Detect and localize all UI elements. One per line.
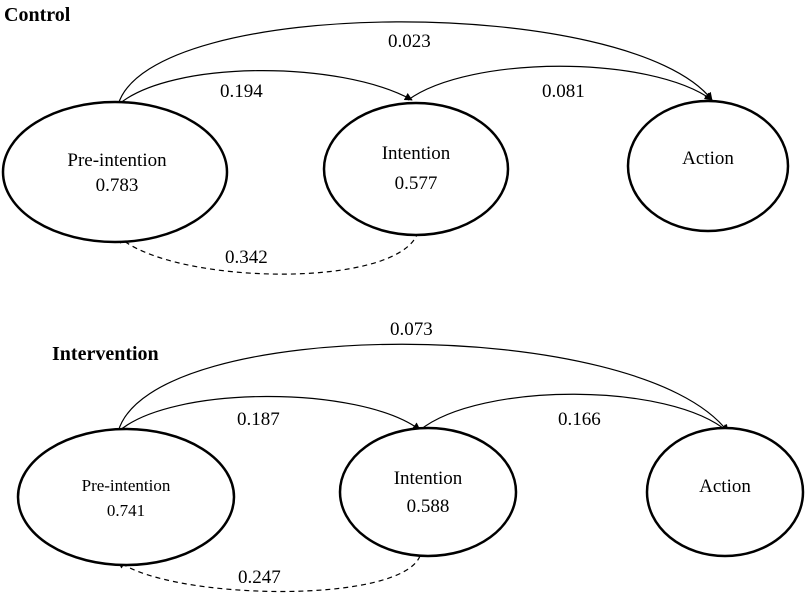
node-pre-intention [16, 427, 236, 567]
edge-label-intention-to-action: 0.166 [558, 409, 601, 430]
panel-title-intervention: Intervention [52, 343, 159, 365]
node-label-pre-intention: Pre-intention [67, 150, 167, 171]
edge-label-pre-to-intention: 0.187 [237, 409, 280, 430]
node-intention [338, 426, 518, 558]
edge-label-pre-to-intention: 0.194 [220, 81, 263, 102]
edge-intention-to-pre-dashed [117, 231, 419, 275]
panel-control: Control 0.023 0.194 0.081 0.342 Pre-inte… [1, 4, 790, 275]
edge-label-pre-to-action: 0.023 [388, 31, 431, 52]
node-value-intention: 0.577 [395, 173, 438, 194]
node-label-pre-intention: Pre-intention [82, 476, 171, 495]
node-label-intention: Intention [394, 468, 463, 489]
edge-label-pre-to-action: 0.073 [390, 319, 433, 340]
edge-pre-to-action [117, 21, 713, 106]
edge-pre-to-intention [117, 70, 413, 106]
node-label-action: Action [682, 148, 734, 169]
node-label-action: Action [699, 476, 751, 497]
edge-label-intention-to-action: 0.081 [542, 81, 585, 102]
edge-label-intention-to-pre: 0.342 [225, 247, 268, 268]
node-action [645, 426, 805, 558]
node-value-pre-intention: 0.741 [107, 501, 145, 520]
edge-label-intention-to-pre: 0.247 [238, 567, 281, 588]
edge-intention-to-action [407, 65, 713, 101]
edge-intention-to-pre-dashed [117, 555, 421, 593]
panel-intervention: Intervention 0.073 0.187 0.166 0.247 Pre… [16, 319, 805, 593]
node-pre-intention [1, 100, 229, 244]
node-action [626, 99, 790, 233]
node-value-intention: 0.588 [407, 496, 450, 517]
node-intention [322, 101, 510, 237]
edge-pre-to-action [117, 343, 729, 433]
edge-intention-to-action [419, 393, 729, 433]
panel-title-control: Control [4, 4, 71, 26]
edge-pre-to-intention [117, 395, 421, 433]
node-value-pre-intention: 0.783 [96, 175, 139, 196]
node-label-intention: Intention [382, 143, 451, 164]
